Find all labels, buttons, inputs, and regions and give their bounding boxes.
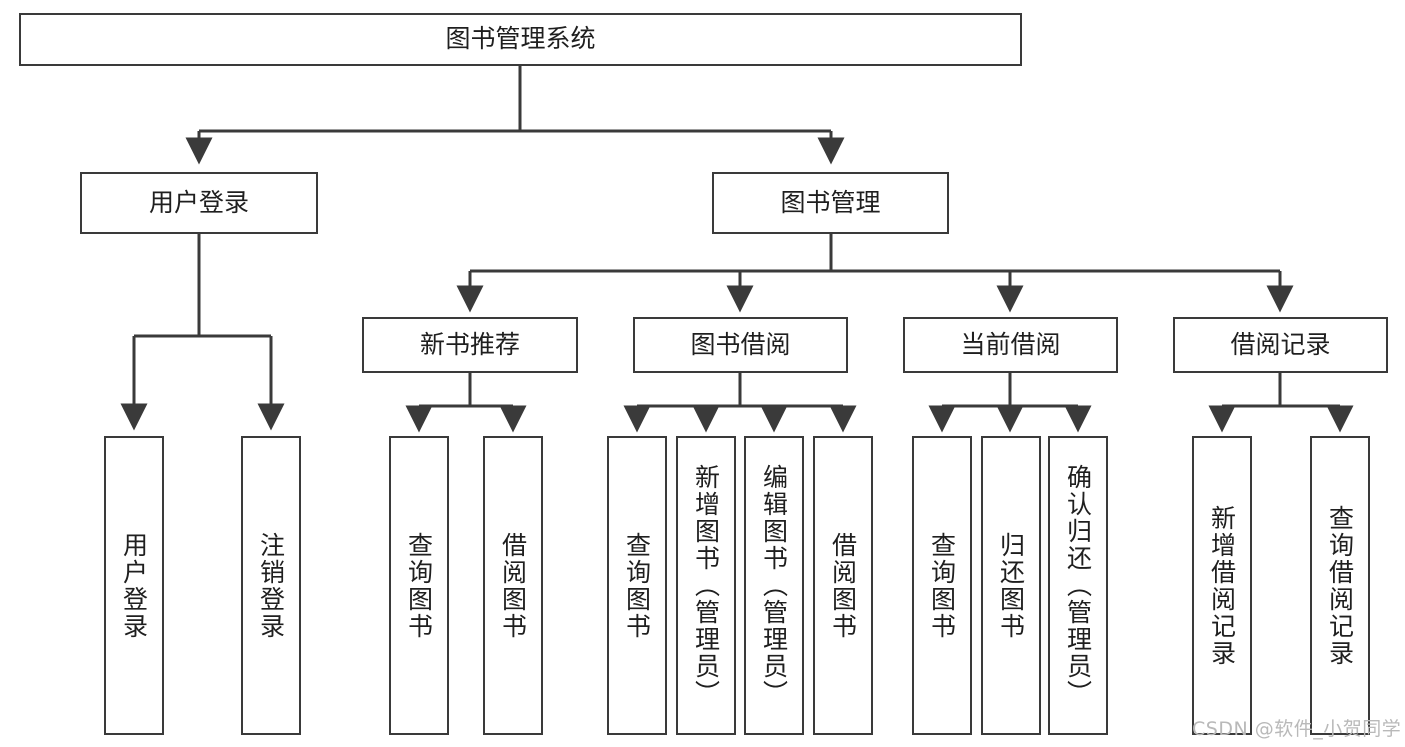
node-leaf-logout[interactable]: 注销登录 [241, 436, 301, 735]
node-label: 编辑图书（管理员） [759, 464, 789, 707]
node-label: 用户登录 [119, 531, 149, 640]
node-label: 借阅图书 [828, 531, 858, 640]
node-leaf-edit-book[interactable]: 编辑图书（管理员） [744, 436, 804, 735]
node-leaf-borrow-book-2[interactable]: 借阅图书 [813, 436, 873, 735]
node-label: 归还图书 [996, 531, 1026, 640]
node-label: 查询借阅记录 [1325, 504, 1355, 667]
node-label: 新增借阅记录 [1207, 504, 1237, 667]
node-label: 用户登录 [148, 187, 249, 217]
csdn-watermark: CSDN @软件_小贺同学 [1192, 718, 1402, 740]
node-label: 借阅图书 [498, 531, 528, 640]
node-leaf-add-book[interactable]: 新增图书（管理员） [676, 436, 736, 735]
node-label: 图书管理系统 [445, 24, 596, 54]
node-book-borrow[interactable]: 图书借阅 [633, 317, 848, 373]
node-user-login[interactable]: 用户登录 [80, 172, 318, 234]
node-label: 查询图书 [404, 531, 434, 640]
node-root-system[interactable]: 图书管理系统 [19, 13, 1022, 66]
node-leaf-borrow-book-1[interactable]: 借阅图书 [483, 436, 543, 735]
node-label: 确认归还（管理员） [1063, 464, 1093, 707]
node-label: 新书推荐 [419, 329, 520, 359]
node-new-book-rec[interactable]: 新书推荐 [362, 317, 578, 373]
node-label: 图书管理 [780, 187, 881, 217]
node-label: 当前借阅 [960, 329, 1061, 359]
node-label: 借阅记录 [1230, 329, 1331, 359]
node-leaf-user-login[interactable]: 用户登录 [104, 436, 164, 735]
node-label: 查询图书 [927, 531, 957, 640]
node-leaf-query-book-1[interactable]: 查询图书 [389, 436, 449, 735]
node-leaf-query-book-2[interactable]: 查询图书 [607, 436, 667, 735]
node-book-manage[interactable]: 图书管理 [712, 172, 949, 234]
node-leaf-query-book-3[interactable]: 查询图书 [912, 436, 972, 735]
node-borrow-record[interactable]: 借阅记录 [1173, 317, 1388, 373]
node-label: 新增图书（管理员） [691, 464, 721, 707]
node-leaf-query-record[interactable]: 查询借阅记录 [1310, 436, 1370, 735]
node-label: 图书借阅 [690, 329, 791, 359]
node-leaf-return-book[interactable]: 归还图书 [981, 436, 1041, 735]
node-leaf-confirm-return[interactable]: 确认归还（管理员） [1048, 436, 1108, 735]
node-label: 注销登录 [256, 531, 286, 640]
node-current-borrow[interactable]: 当前借阅 [903, 317, 1118, 373]
node-leaf-add-record[interactable]: 新增借阅记录 [1192, 436, 1252, 735]
node-label: 查询图书 [622, 531, 652, 640]
